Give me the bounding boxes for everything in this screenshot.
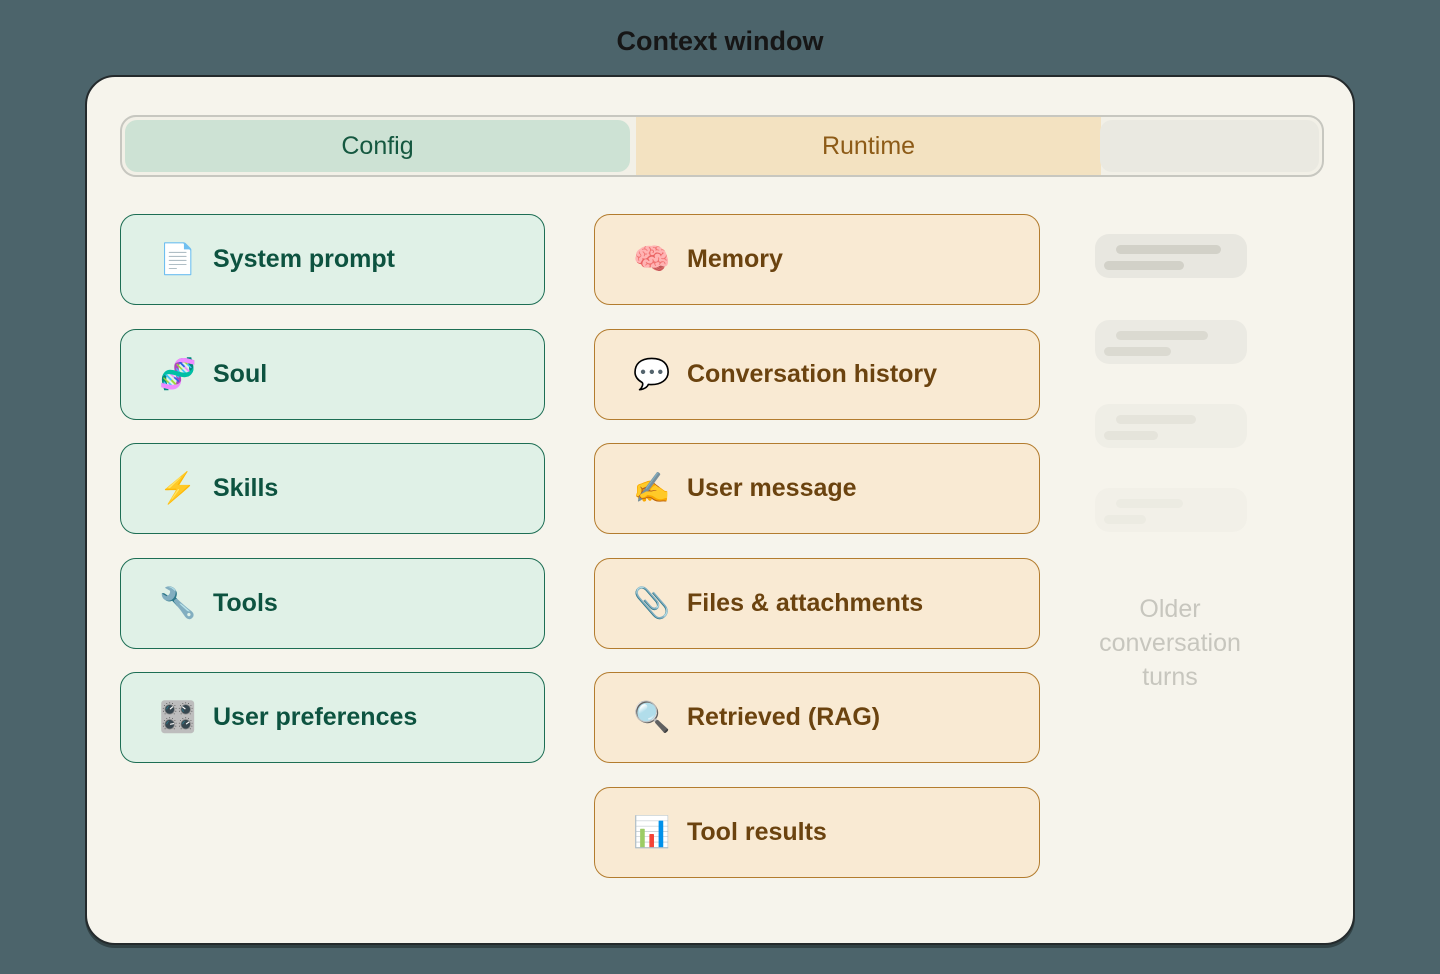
card-label: Memory xyxy=(687,245,783,273)
paperclip-icon: 📎 xyxy=(633,586,671,620)
card-user-preferences: 🎛️ User preferences xyxy=(120,672,545,763)
dna-icon: 🧬 xyxy=(159,357,197,391)
card-label: User message xyxy=(687,474,857,502)
skeleton-line-2 xyxy=(1104,261,1184,270)
skeleton-chat-bubble xyxy=(1095,404,1247,448)
tab-runtime-label: Runtime xyxy=(821,131,916,160)
page-title: Context window xyxy=(616,26,824,56)
card-label: Skills xyxy=(213,474,279,502)
card-label: Tool results xyxy=(687,818,827,846)
skeleton-line-2 xyxy=(1104,431,1158,440)
card-retrieved-rag: 🔍 Retrieved (RAG) xyxy=(594,672,1040,763)
skeleton-line-1 xyxy=(1116,331,1208,340)
card-label: Soul xyxy=(213,360,268,388)
bar-chart-icon: 📊 xyxy=(633,815,671,849)
card-soul: 🧬 Soul xyxy=(120,329,545,420)
skeleton-line-2 xyxy=(1104,515,1146,524)
card-files-attachments: 📎 Files & attachments xyxy=(594,558,1040,649)
tab-config: Config xyxy=(125,120,630,172)
tab-config-label: Config xyxy=(341,131,414,160)
skeleton-chat-bubble xyxy=(1095,320,1247,364)
card-tool-results: 📊 Tool results xyxy=(594,787,1040,878)
tab-empty-placeholder xyxy=(1100,120,1319,172)
card-tools: 🔧 Tools xyxy=(120,558,545,649)
brain-icon: 🧠 xyxy=(633,242,671,276)
card-label: Conversation history xyxy=(687,360,938,388)
card-label: Tools xyxy=(213,589,278,617)
skeleton-line-1 xyxy=(1116,415,1196,424)
lightning-icon: ⚡ xyxy=(159,471,197,505)
document-icon: 📄 xyxy=(159,242,197,276)
card-label: Retrieved (RAG) xyxy=(687,703,881,731)
card-memory: 🧠 Memory xyxy=(594,214,1040,305)
skeleton-chat-bubble xyxy=(1095,234,1247,278)
tab-bar: Runtime Config xyxy=(120,115,1324,177)
skeleton-line-2 xyxy=(1104,347,1171,356)
skeleton-line-1 xyxy=(1116,245,1221,254)
control-knobs-icon: 🎛️ xyxy=(159,700,197,734)
card-label: User preferences xyxy=(213,703,418,731)
card-skills: ⚡ Skills xyxy=(120,443,545,534)
older-turns-caption: Older conversation turns xyxy=(1099,595,1241,691)
card-system-prompt: 📄 System prompt xyxy=(120,214,545,305)
wrench-icon: 🔧 xyxy=(159,586,197,620)
context-window-panel: Runtime Config 📄 System prompt 🧬 Soul ⚡ … xyxy=(85,75,1355,945)
card-label: Files & attachments xyxy=(687,589,924,617)
magnifying-glass-icon: 🔍 xyxy=(633,700,671,734)
card-label: System prompt xyxy=(213,245,395,273)
card-conversation-history: 💬 Conversation history xyxy=(594,329,1040,420)
tab-runtime: Runtime xyxy=(636,117,1101,175)
skeleton-chat-bubble xyxy=(1095,488,1247,532)
skeleton-line-1 xyxy=(1116,499,1183,508)
card-user-message: ✍️ User message xyxy=(594,443,1040,534)
writing-hand-icon: ✍️ xyxy=(633,471,671,505)
speech-balloon-icon: 💬 xyxy=(633,357,671,391)
